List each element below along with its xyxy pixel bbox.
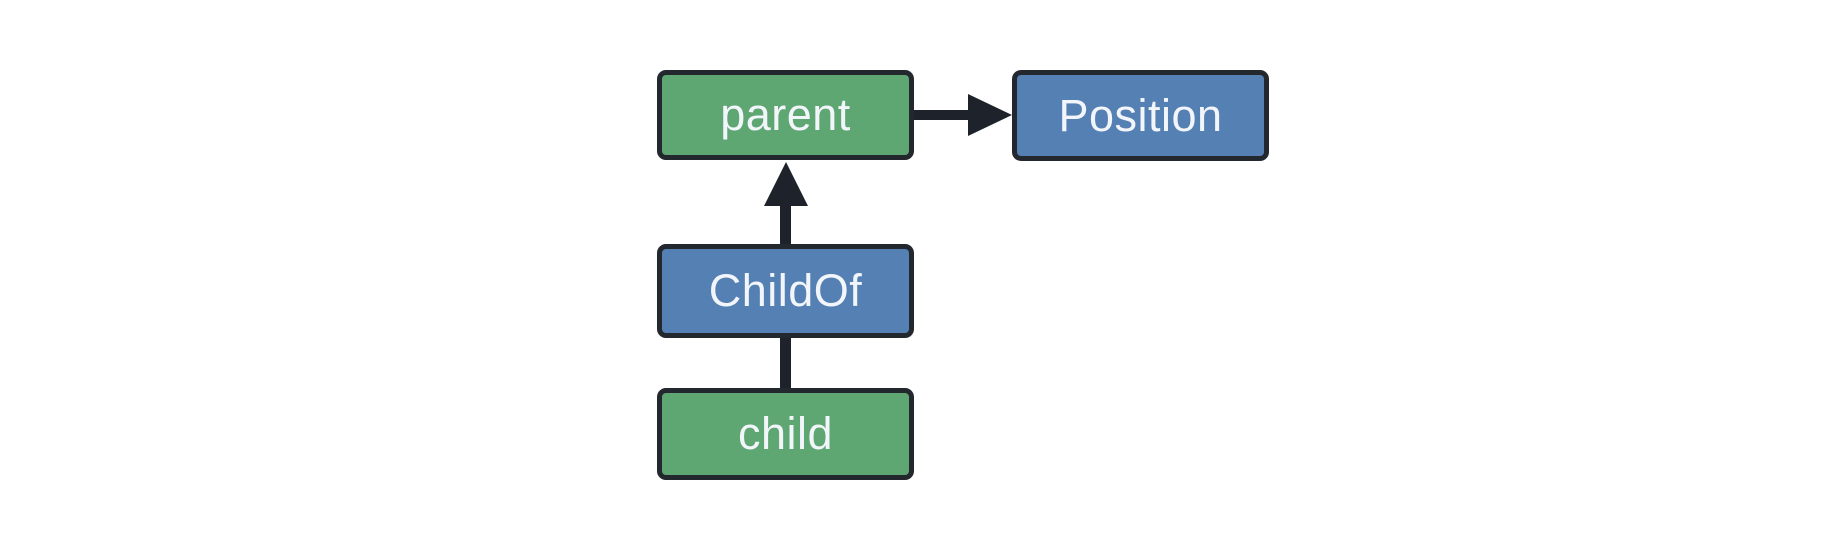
node-position-label: Position xyxy=(1058,89,1223,141)
node-parent-label: parent xyxy=(720,89,851,140)
node-child-label: child xyxy=(737,408,834,459)
node-childof: ChildOf xyxy=(657,244,914,338)
node-position: Position xyxy=(1012,70,1269,161)
arrowhead-right-icon xyxy=(968,94,1012,136)
node-parent: parent xyxy=(657,70,914,160)
edge-child-childof-line xyxy=(780,338,791,388)
edge-childof-parent-line xyxy=(780,202,791,244)
edge-parent-position-line xyxy=(914,110,974,120)
node-child: child xyxy=(657,388,914,480)
node-childof-label: ChildOf xyxy=(708,265,863,316)
arrowhead-up-icon xyxy=(764,162,808,206)
